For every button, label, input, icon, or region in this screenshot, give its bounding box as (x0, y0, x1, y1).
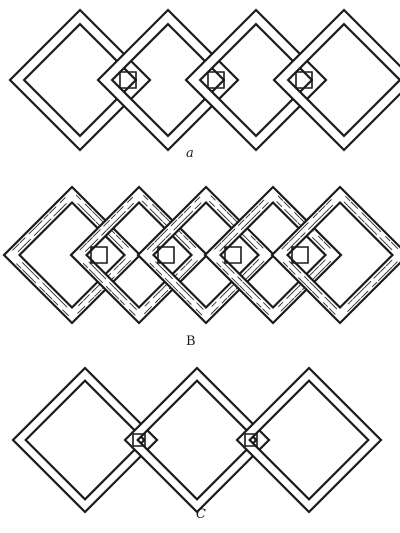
square-frame (235, 366, 383, 514)
figure-c-label: C (196, 507, 206, 522)
square-frame (11, 366, 159, 514)
frame-inner-edge (218, 200, 328, 310)
frame-inner-edge (22, 22, 138, 138)
frame-inner-edge (17, 200, 127, 310)
frame-outer-edge (123, 366, 271, 514)
frame-inner-edge (286, 22, 400, 138)
frame-outer-edge (96, 8, 240, 152)
frame-band (98, 10, 238, 150)
interlace-notch (119, 71, 137, 89)
interlace-notch (244, 433, 258, 447)
frame-outer-edge (184, 8, 328, 152)
square-frame (184, 8, 328, 152)
frame-inner-edge (110, 22, 226, 138)
frame-inner-edge (24, 379, 146, 501)
frame-band (186, 10, 326, 150)
frame-outer-edge (136, 185, 276, 325)
frame-band (272, 187, 400, 323)
frame-inner-edge (198, 22, 314, 138)
frame-outer-edge (11, 366, 159, 514)
interlace-notch (291, 246, 309, 264)
interlace-notch (224, 246, 242, 264)
square-frame (270, 185, 400, 325)
frame-inner-edge (136, 379, 258, 501)
frame-outer-edge (69, 185, 209, 325)
hatch-lines (79, 195, 198, 316)
frame-outer-edge (203, 185, 343, 325)
interlace-notch (90, 246, 108, 264)
hatch-lines (214, 195, 332, 316)
frame-outer-edge (2, 185, 142, 325)
square-frame (123, 366, 271, 514)
frame-outer-edge (270, 185, 400, 325)
figure-c-interlaced-frames (11, 366, 383, 514)
square-frame (96, 8, 240, 152)
interlace-notch (295, 71, 313, 89)
frame-band (274, 10, 400, 150)
square-frame (272, 8, 400, 152)
figure-b-label: B (186, 334, 196, 349)
frame-inner-edge (285, 200, 395, 310)
frame-inner-edge (151, 200, 261, 310)
figure-a-interlaced-frames (8, 8, 400, 152)
figure-a-label: a (186, 146, 194, 161)
frame-outer-edge (272, 8, 400, 152)
square-frame (8, 8, 152, 152)
frame-outer-edge (235, 366, 383, 514)
frame-outer-edge (8, 8, 152, 152)
interlace-notch (157, 246, 175, 264)
interlace-notch (207, 71, 225, 89)
frame-band (10, 10, 150, 150)
figure-b-hatched-interlaced-frames (2, 185, 400, 325)
interlace-notch (132, 433, 146, 447)
hatch-lines (281, 196, 399, 315)
frame-inner-edge (248, 379, 370, 501)
frame-inner-edge (84, 200, 194, 310)
